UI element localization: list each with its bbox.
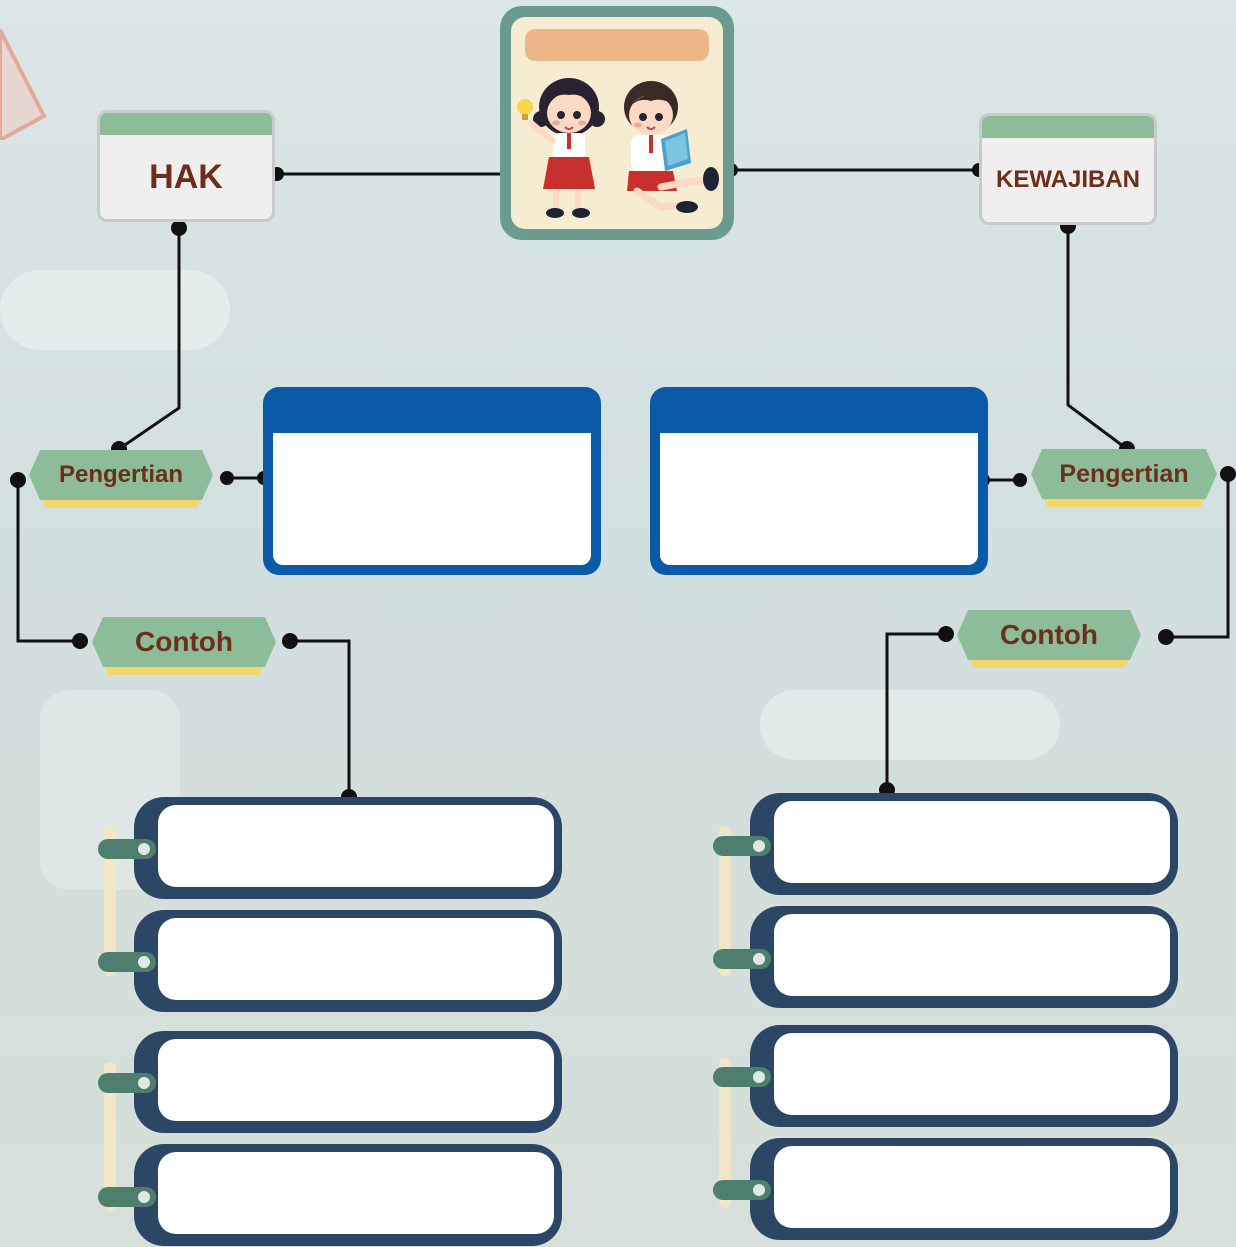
right-example-answer-field[interactable] (774, 1146, 1170, 1228)
hak-card: HAK (97, 110, 275, 222)
left-example-answer-field[interactable] (158, 805, 554, 887)
left-binder-spine (104, 1062, 116, 1212)
left-example-answer-field[interactable] (158, 1039, 554, 1121)
ring-hole (751, 838, 767, 854)
right-definition-tag: Pengertian (1031, 449, 1217, 507)
ring-hole (136, 841, 152, 857)
left-definition-answer-area[interactable] (273, 433, 591, 565)
right-example-answer-field[interactable] (774, 1033, 1170, 1115)
center-image-frame (500, 6, 734, 240)
right-example-row (750, 1138, 1178, 1240)
hak-label: HAK (149, 157, 223, 196)
right-example-tag: Contoh (957, 610, 1141, 668)
left-definition-box (263, 387, 601, 575)
binder-ring-icon (98, 1187, 156, 1207)
right-example-tag-label: Contoh (957, 610, 1141, 660)
left-binder-spine (104, 826, 116, 976)
right-example-answer-field[interactable] (774, 801, 1170, 883)
cloud-decoration (0, 270, 230, 350)
left-example-answer-field[interactable] (158, 1152, 554, 1234)
ring-hole (136, 1075, 152, 1091)
right-definition-answer-area[interactable] (660, 433, 978, 565)
right-definition-tag-label: Pengertian (1031, 449, 1217, 499)
binder-ring-icon (713, 1180, 771, 1200)
binder-ring-icon (713, 836, 771, 856)
left-example-tag-label: Contoh (92, 617, 276, 667)
left-example-row (134, 1144, 562, 1246)
left-example-row (134, 910, 562, 1012)
ring-hole (751, 1069, 767, 1085)
right-example-row (750, 793, 1178, 895)
left-definition-tag: Pengertian (29, 450, 213, 508)
center-title-bar[interactable] (525, 29, 709, 61)
left-example-row (134, 797, 562, 899)
binder-ring-icon (98, 952, 156, 972)
left-example-row (134, 1031, 562, 1133)
binder-ring-icon (713, 949, 771, 969)
ring-hole (751, 951, 767, 967)
center-image-panel (511, 17, 723, 229)
left-example-tag: Contoh (92, 617, 276, 675)
ring-hole (136, 1189, 152, 1205)
right-binder-spine (719, 826, 731, 976)
right-definition-box (650, 387, 988, 575)
left-example-answer-field[interactable] (158, 918, 554, 1000)
children-studying-illustration (517, 78, 719, 218)
binder-ring-icon (713, 1067, 771, 1087)
ring-hole (136, 954, 152, 970)
binder-ring-icon (98, 1073, 156, 1093)
kewajiban-card-strip (982, 116, 1154, 138)
binder-ring-icon (98, 839, 156, 859)
right-binder-spine (719, 1058, 731, 1208)
right-example-row (750, 906, 1178, 1008)
paper-plane-decoration (0, 29, 47, 140)
kewajiban-label: KEWAJIBAN (995, 166, 1140, 193)
kewajiban-card: KEWAJIBAN (979, 113, 1157, 225)
hak-card-strip (100, 113, 272, 135)
ring-hole (751, 1182, 767, 1198)
cloud-decoration (760, 690, 1060, 760)
right-example-answer-field[interactable] (774, 914, 1170, 996)
left-definition-tag-label: Pengertian (29, 450, 213, 500)
right-example-row (750, 1025, 1178, 1127)
